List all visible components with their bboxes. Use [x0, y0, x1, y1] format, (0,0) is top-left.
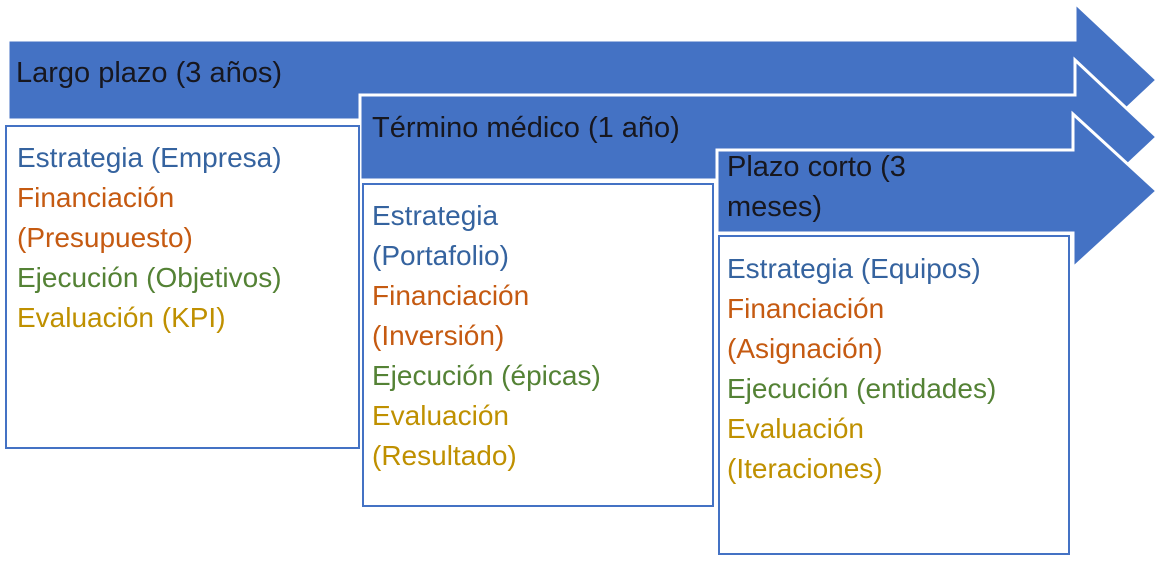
- box-content-plazo-corto: Estrategia (Equipos) Financiación (Asignac…: [727, 249, 996, 489]
- arrow-label-termino-medico: Término médico (1 año): [372, 112, 680, 144]
- box-plazo-corto: [718, 235, 1070, 555]
- arrow-label-largo-plazo: Largo plazo (3 años): [16, 57, 282, 89]
- box-line-funding: Financiación: [727, 293, 885, 324]
- box-line-strategy: Estrategia (Empresa): [17, 142, 282, 173]
- box-line-execution: Ejecución (Objetivos): [17, 262, 282, 293]
- box-line-execution: Ejecución (épicas): [372, 360, 601, 391]
- box-termino-medico: [362, 183, 714, 507]
- box-content-largo-plazo: Estrategia (Empresa) Financiación (Presupu…: [17, 138, 282, 338]
- box-line-funding: (Inversión): [372, 320, 505, 351]
- box-line-funding: Financiación: [372, 280, 530, 311]
- box-line-evaluation: (Iteraciones): [727, 453, 883, 484]
- box-line-strategy: Estrategia (Equipos): [727, 253, 981, 284]
- box-line-funding: (Asignación): [727, 333, 883, 364]
- box-line-funding: Financiación: [17, 182, 175, 213]
- box-line-evaluation: Evaluación: [727, 413, 864, 444]
- box-line-evaluation: (Resultado): [372, 440, 517, 471]
- box-largo-plazo: [5, 125, 360, 449]
- box-line-funding: (Presupuesto): [17, 222, 193, 253]
- box-line-evaluation: Evaluación: [372, 400, 509, 431]
- box-line-strategy: (Portafolio): [372, 240, 509, 271]
- arrow-plazo-corto: [715, 110, 1160, 272]
- arrow-label-plazo-corto: Plazo corto (3 meses): [727, 151, 906, 223]
- box-content-termino-medico: Estrategia (Portafolio) Financiación (Inver…: [372, 196, 601, 476]
- box-line-execution: Ejecución (entidades): [727, 373, 997, 404]
- box-line-evaluation: Evaluación (KPI): [17, 302, 226, 333]
- box-line-strategy: Estrategia: [372, 200, 499, 231]
